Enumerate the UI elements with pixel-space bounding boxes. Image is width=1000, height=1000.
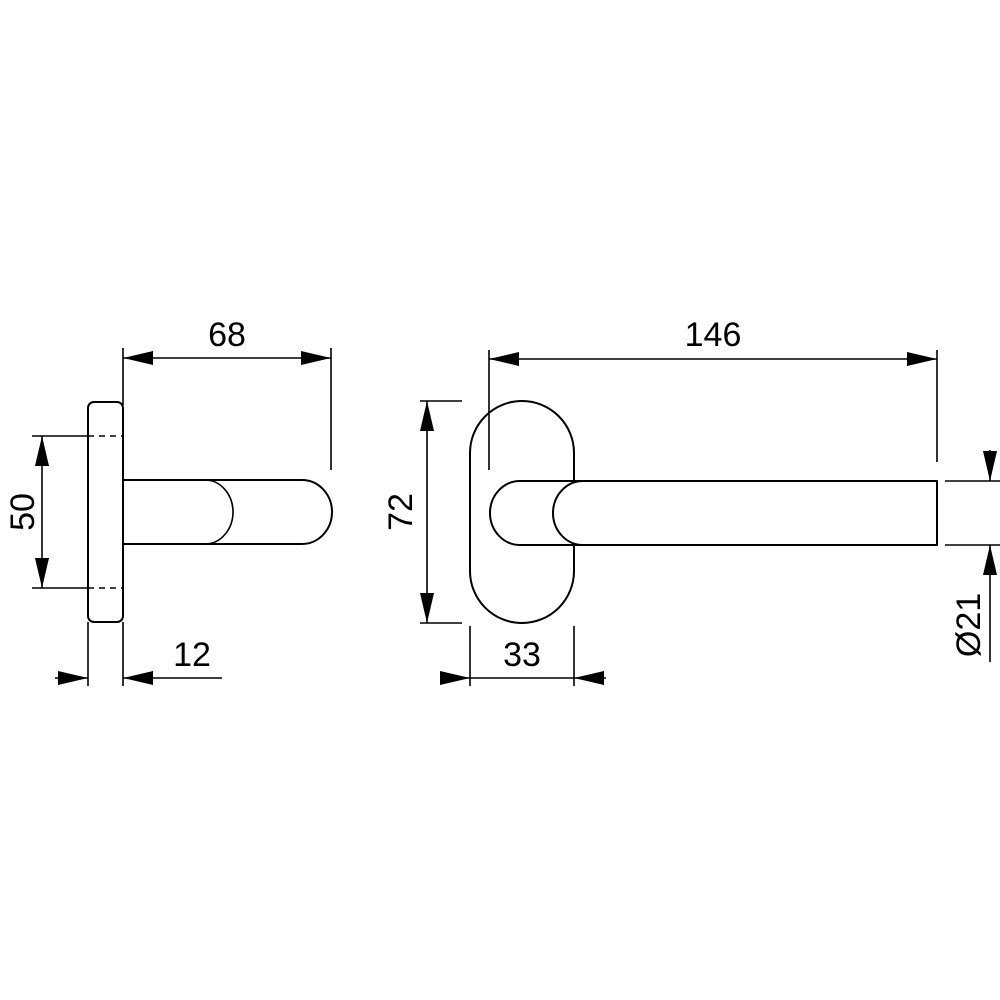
dim-72-arrow-bottom <box>420 593 434 623</box>
dim-50-arrow-top <box>35 436 49 466</box>
dim-68-arrow-left <box>123 351 153 365</box>
dim-68-label: 68 <box>208 316 246 354</box>
dim-12-arrow-right <box>123 671 153 685</box>
dim-146-arrow-right <box>907 352 937 366</box>
dim-68-arrow-right <box>301 351 331 365</box>
side-view: 68 50 12 <box>4 316 333 686</box>
front-view: 146 72 33 Ø21 <box>382 316 1000 686</box>
side-lever <box>122 479 333 545</box>
side-lever-neck-curve <box>204 479 234 545</box>
dim-72-arrow-top <box>420 401 434 431</box>
dim-33-arrow-left <box>440 671 470 685</box>
dim-50-arrow-bottom <box>35 558 49 588</box>
dim-21-arrow-top <box>983 451 997 481</box>
side-rose-plate <box>87 401 124 623</box>
front-lever-arm <box>552 480 938 546</box>
dim-50-label: 50 <box>4 493 42 531</box>
dim-72-label: 72 <box>382 493 420 531</box>
dim-12-arrow-left <box>58 671 88 685</box>
dim-33-arrow-right <box>574 671 604 685</box>
dim-12-label: 12 <box>173 636 211 674</box>
dim-146-arrow-left <box>489 352 519 366</box>
dim-21-arrow-bottom <box>983 545 997 575</box>
dim-21-label: Ø21 <box>950 593 988 657</box>
dim-146-label: 146 <box>685 316 742 354</box>
dim-33-label: 33 <box>503 636 541 674</box>
